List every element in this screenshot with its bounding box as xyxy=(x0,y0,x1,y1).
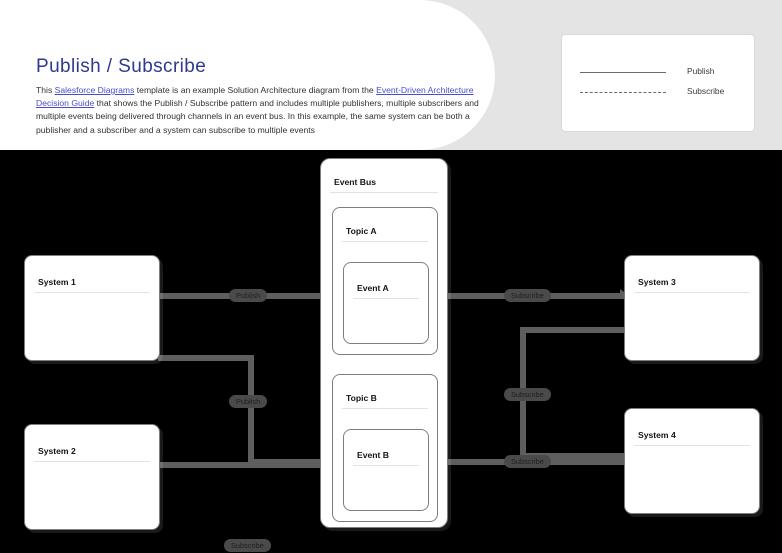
connector-system1-to-eventb-v xyxy=(248,355,254,465)
legend-item-subscribe: Subscribe xyxy=(562,85,754,101)
legend-item-publish: Publish xyxy=(562,65,754,81)
node-topic-b[interactable]: Topic B Event B xyxy=(332,374,438,522)
legend: Publish Subscribe xyxy=(561,34,755,132)
node-title-system-4: System 4 xyxy=(638,430,676,440)
diagram-canvas: Publish Subscribe Publish Subscribe Subs… xyxy=(0,150,782,553)
connector-label-subscribe-system4-a: Subscribe xyxy=(504,388,551,401)
connector-eventa-to-system4-h xyxy=(520,453,626,459)
desc-part-1: This xyxy=(36,85,55,95)
divider xyxy=(353,298,419,299)
node-title-event-b: Event B xyxy=(357,450,389,460)
divider xyxy=(34,292,150,293)
divider xyxy=(634,292,750,293)
node-system-1[interactable]: System 1 xyxy=(24,255,160,361)
connector-label-subscribe-system1: Subscribe xyxy=(224,539,271,552)
event-driven-architecture-guide-link[interactable]: Event-Driven Architecture Decision Guide xyxy=(36,85,474,109)
dashed-line-icon xyxy=(580,92,666,93)
node-system-4[interactable]: System 4 xyxy=(624,408,760,514)
connector-system2-to-eventb xyxy=(158,462,343,468)
connector-system1-branch-h xyxy=(158,355,254,361)
solid-line-icon xyxy=(580,72,666,73)
desc-part-2: template is an example Solution Architec… xyxy=(134,85,377,95)
connector-label-subscribe-system3: Subscribe xyxy=(504,289,551,302)
node-system-3[interactable]: System 3 xyxy=(624,255,760,361)
legend-label-publish: Publish xyxy=(687,66,715,76)
header-band: Publish / Subscribe This Salesforce Diag… xyxy=(0,0,782,150)
node-event-bus[interactable]: Event Bus Topic A Event A Topic B Event … xyxy=(320,158,448,528)
page-title: Publish / Subscribe xyxy=(36,56,207,77)
arrow-eventa-to-system3 xyxy=(620,289,627,299)
node-title-system-2: System 2 xyxy=(38,446,76,456)
salesforce-diagrams-link[interactable]: Salesforce Diagrams xyxy=(54,85,135,95)
legend-label-subscribe: Subscribe xyxy=(687,86,725,96)
connector-label-publish-system1: Publish xyxy=(229,289,268,302)
divider xyxy=(353,465,419,466)
node-title-system-1: System 1 xyxy=(38,277,76,287)
node-topic-a[interactable]: Topic A Event A xyxy=(332,207,438,355)
node-title-topic-b: Topic B xyxy=(346,393,377,403)
desc-part-3: that shows the Publish / Subscribe patte… xyxy=(36,98,479,135)
node-title-event-a: Event A xyxy=(357,283,389,293)
divider xyxy=(342,241,428,242)
divider xyxy=(634,445,750,446)
node-event-a[interactable]: Event A xyxy=(343,262,429,344)
node-event-b[interactable]: Event B xyxy=(343,429,429,511)
node-title-topic-a: Topic A xyxy=(346,226,377,236)
divider xyxy=(34,461,150,462)
node-title-event-bus: Event Bus xyxy=(334,177,377,187)
divider xyxy=(342,408,428,409)
connector-label-publish-system2: Publish xyxy=(229,395,268,408)
node-title-system-3: System 3 xyxy=(638,277,676,287)
header-panel: Publish / Subscribe This Salesforce Diag… xyxy=(0,0,495,150)
node-system-2[interactable]: System 2 xyxy=(24,424,160,530)
connector-eventa-branch-h xyxy=(520,327,626,333)
connector-label-subscribe-system4-b: Subscribe xyxy=(504,455,551,468)
divider xyxy=(330,192,438,193)
header-description: This Salesforce Diagrams template is an … xyxy=(36,84,480,137)
